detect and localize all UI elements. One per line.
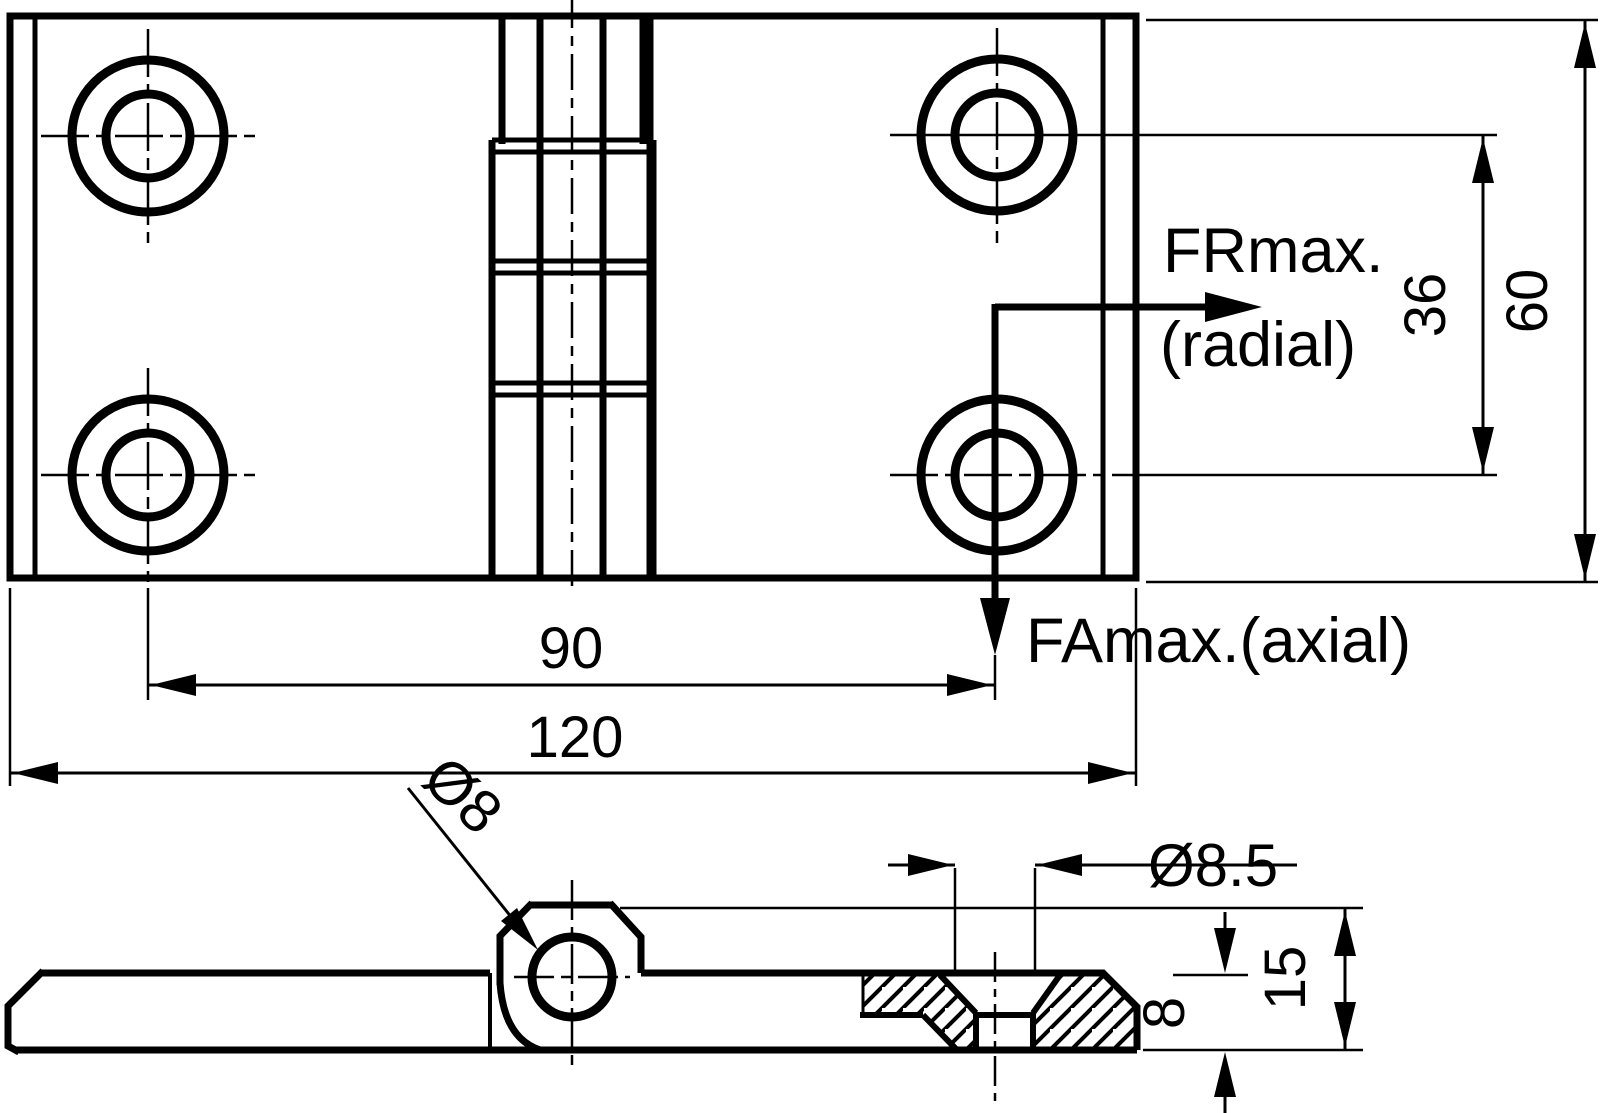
dim-36-label: 36 bbox=[1393, 273, 1458, 338]
dim-15-label: 15 bbox=[1253, 946, 1318, 1011]
countersink-chamfer-right bbox=[1030, 973, 1063, 1015]
dim-pin-diameter-label: Ø8 bbox=[411, 743, 515, 847]
axial-force-arrow bbox=[980, 598, 1010, 655]
dim-60: 60 bbox=[1495, 20, 1596, 582]
dim-8-label: 8 bbox=[1132, 997, 1197, 1029]
countersink-chamfer-left bbox=[937, 972, 979, 1016]
axial-force-label: FAmax.(axial) bbox=[1026, 606, 1411, 676]
dim-15: 15 bbox=[620, 906, 1363, 1052]
side-view: Ø8 Ø8.5 15 8 bbox=[4, 743, 1363, 1113]
radial-force-note: (radial) bbox=[1160, 310, 1356, 380]
dim-36: 36 bbox=[1393, 135, 1494, 475]
pin-hole bbox=[514, 880, 630, 1068]
dim-120: 120 bbox=[8, 588, 1138, 786]
radial-force-arrow bbox=[1205, 292, 1262, 322]
force-arrows bbox=[980, 292, 1262, 700]
dim-60-label: 60 bbox=[1495, 269, 1560, 334]
dim-120-label: 120 bbox=[527, 705, 624, 770]
dim-8: 8 bbox=[1132, 912, 1248, 1113]
mounting-hole-top-left bbox=[41, 29, 255, 243]
top-view: 36 60 FRmax. (radial) FAmax.(axial) bbox=[6, 0, 1598, 786]
dim-90-label: 90 bbox=[539, 616, 604, 681]
section-cut bbox=[860, 952, 1137, 1108]
dim-hole-diameter: Ø8.5 bbox=[888, 832, 1297, 973]
dim-hole-diameter-label: Ø8.5 bbox=[1148, 832, 1278, 899]
left-leaf-profile bbox=[4, 968, 492, 1056]
radial-force-label: FRmax. bbox=[1163, 216, 1384, 286]
mounting-hole-bottom-left bbox=[41, 368, 255, 582]
dim-90: 90 bbox=[146, 588, 995, 700]
